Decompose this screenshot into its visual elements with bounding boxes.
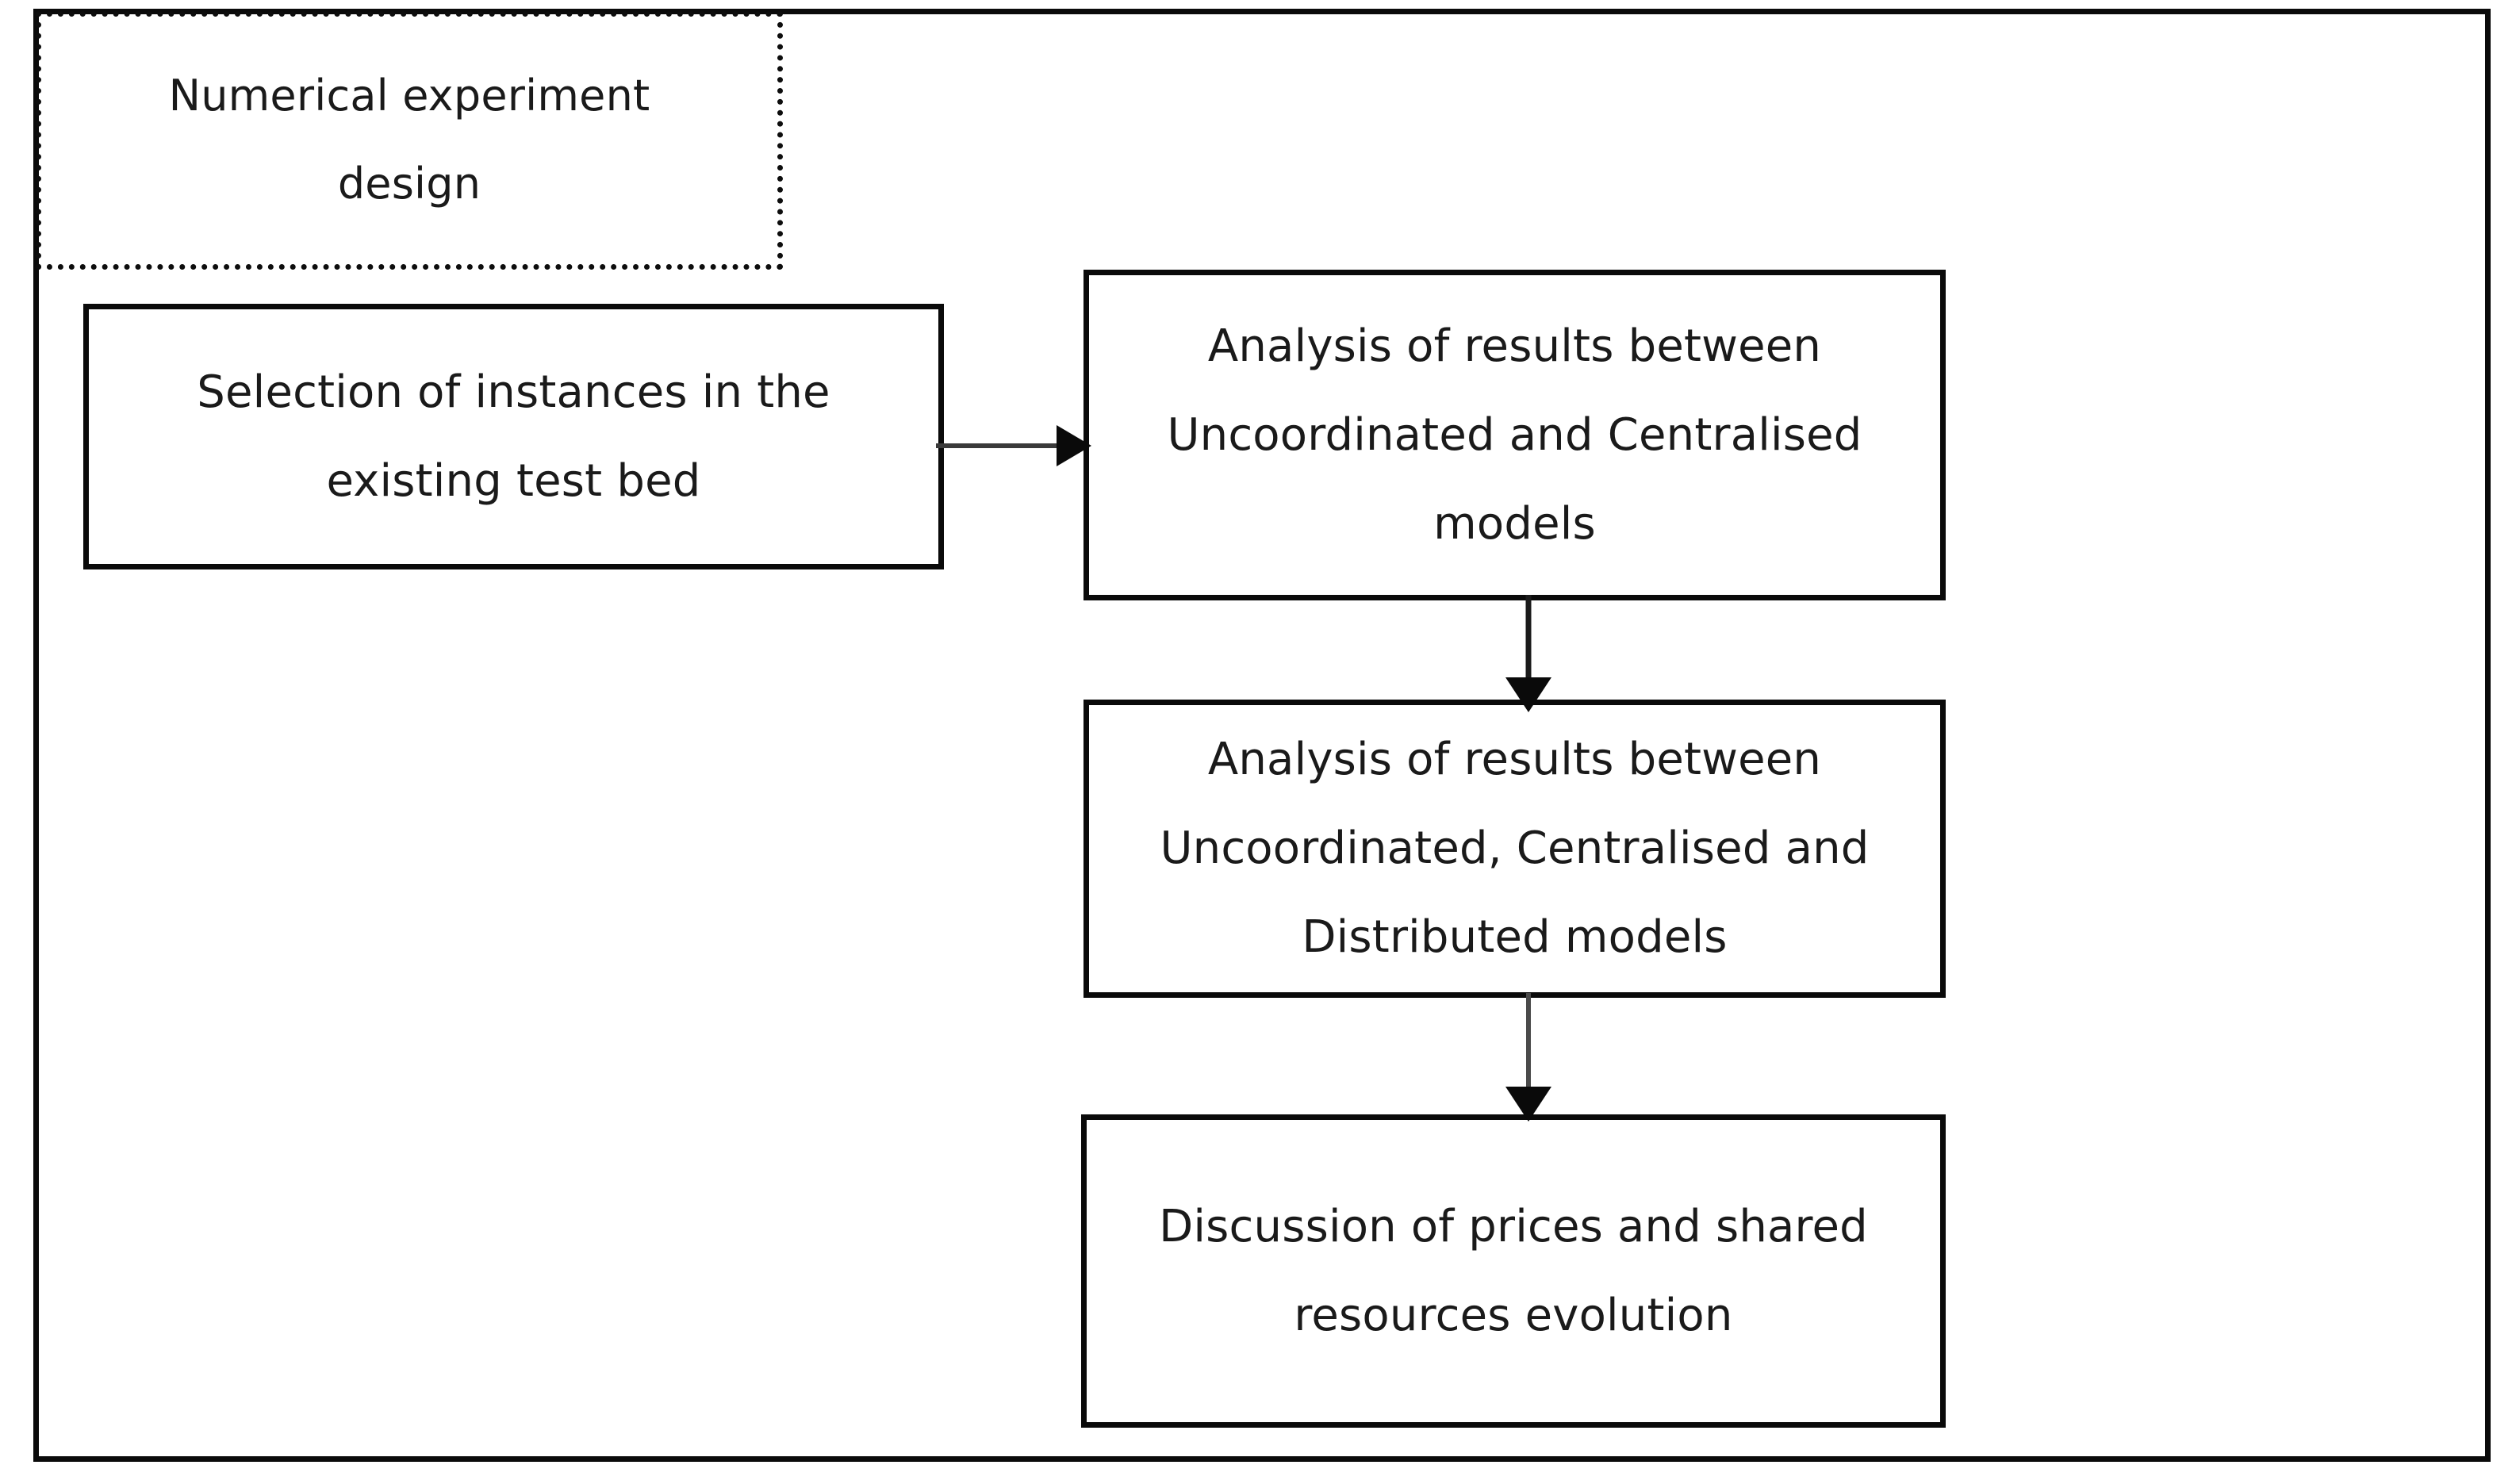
annotation-line-1: Numerical experiment — [168, 71, 650, 121]
node-analysis-2-line-3: models — [1433, 497, 1596, 550]
node-discussion-label: Discussion of prices and shared resources… — [1087, 1183, 1940, 1360]
node-analysis-3-line-2: Uncoordinated, Centralised and — [1160, 823, 1870, 874]
node-analysis-3-line-3: Distributed models — [1302, 911, 1728, 963]
node-selection-label: Selection of instances in the existing te… — [89, 348, 938, 526]
edge-analysis-3-to-discussion — [1483, 993, 1578, 1124]
arrowhead-down-icon — [1505, 677, 1551, 712]
node-analysis-2-line-2: Uncoordinated and Centralised — [1167, 408, 1862, 461]
arrowhead-right-icon — [1057, 425, 1091, 466]
edge-selection-to-analysis-2 — [936, 412, 1095, 484]
node-discussion-line-1: Discussion of prices and shared — [1159, 1200, 1868, 1252]
annotation-box-numerical-experiment-design: Numerical experiment design — [36, 11, 783, 270]
node-analysis-2-line-1: Analysis of results between — [1207, 320, 1822, 372]
edge-analysis-2-to-analysis-3 — [1483, 595, 1578, 714]
node-selection-line-1: Selection of instances in the — [197, 366, 830, 418]
node-analysis-3-line-1: Analysis of results between — [1207, 734, 1822, 785]
node-selection-of-instances[interactable]: Selection of instances in the existing te… — [83, 304, 944, 569]
node-selection-line-2: existing test bed — [326, 454, 701, 507]
arrowhead-down-icon — [1505, 1087, 1551, 1122]
diagram-outer-frame — [33, 9, 2491, 1462]
node-discussion-line-2: resources evolution — [1294, 1289, 1733, 1341]
annotation-label: Numerical experiment design — [41, 52, 777, 228]
node-discussion-prices-shared-resources[interactable]: Discussion of prices and shared resources… — [1081, 1114, 1946, 1428]
annotation-line-2: design — [337, 159, 481, 209]
